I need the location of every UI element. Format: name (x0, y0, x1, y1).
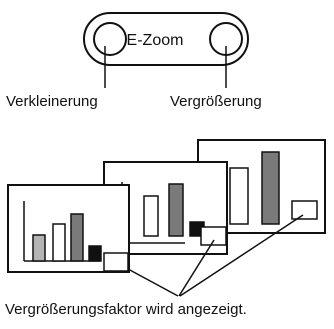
zoom-indicator-small (103, 252, 129, 272)
caption-pointer-lines (127, 214, 304, 297)
screen-small (7, 184, 130, 273)
ezoom-button-label: E-Zoom (127, 32, 184, 49)
caption-text: Vergrößerungsfaktor wird angezeigt. (5, 301, 247, 318)
bar-gray-medium (168, 183, 184, 237)
zoom-indicator-medium (200, 226, 227, 246)
bar-gray-large (261, 151, 280, 225)
ezoom-lever-outline (83, 12, 249, 66)
bar-lightgray-small (32, 234, 46, 262)
bar-black-small (88, 245, 102, 262)
bar-white-large (229, 167, 249, 225)
zoom-out-knob[interactable] (93, 22, 127, 56)
zoom-in-label: Vergrößerung (170, 93, 262, 110)
zoom-indicator-large (291, 200, 318, 220)
bar-white-small (52, 223, 66, 262)
bar-gray-small (70, 213, 84, 262)
bar-white-medium-1 (143, 195, 159, 237)
ezoom-control (83, 12, 249, 66)
zoom-out-label: Verkleinerung (6, 93, 98, 110)
